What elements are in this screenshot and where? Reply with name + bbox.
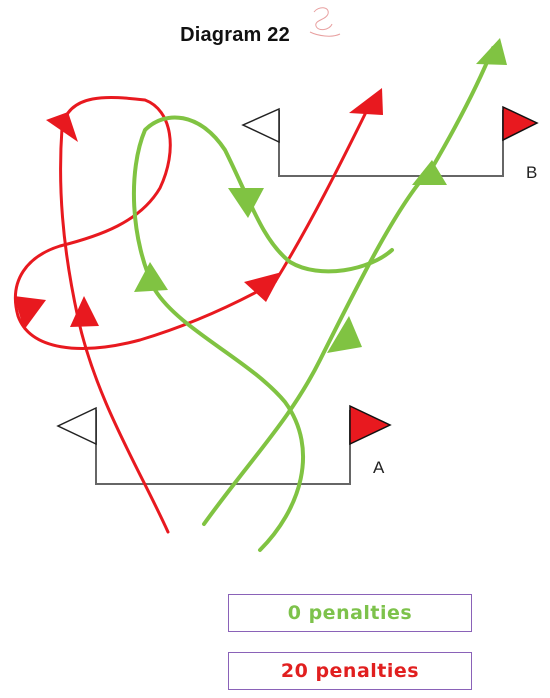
diagram-title: Diagram 22 <box>180 24 290 46</box>
flag-red-icon <box>349 404 392 446</box>
gate-b <box>241 105 539 177</box>
arrowhead-icon <box>14 296 46 330</box>
arrowhead-icon <box>70 296 99 327</box>
signature-scribble-icon <box>309 7 341 37</box>
arrowhead-icon <box>349 88 383 115</box>
legend-twenty-penalties: 20 penalties <box>228 652 472 690</box>
arrowhead-icon <box>476 38 507 65</box>
arrowhead-icon <box>228 188 264 218</box>
red-route <box>13 88 383 534</box>
flag-red-icon <box>502 105 539 142</box>
gate-a-label: A <box>373 458 385 477</box>
flag-white-icon <box>241 107 280 144</box>
arrowhead-icon <box>327 316 362 353</box>
green-route <box>131 38 507 552</box>
arrowhead-icon <box>46 112 78 142</box>
legend-zero-penalties: 0 penalties <box>228 594 472 632</box>
arrowhead-icon <box>134 262 168 292</box>
gate-b-label: B <box>526 163 537 182</box>
flag-white-icon <box>56 406 97 446</box>
gate-a <box>56 404 392 485</box>
arrowhead-icon <box>412 160 447 185</box>
arrowhead-icon <box>244 272 282 302</box>
